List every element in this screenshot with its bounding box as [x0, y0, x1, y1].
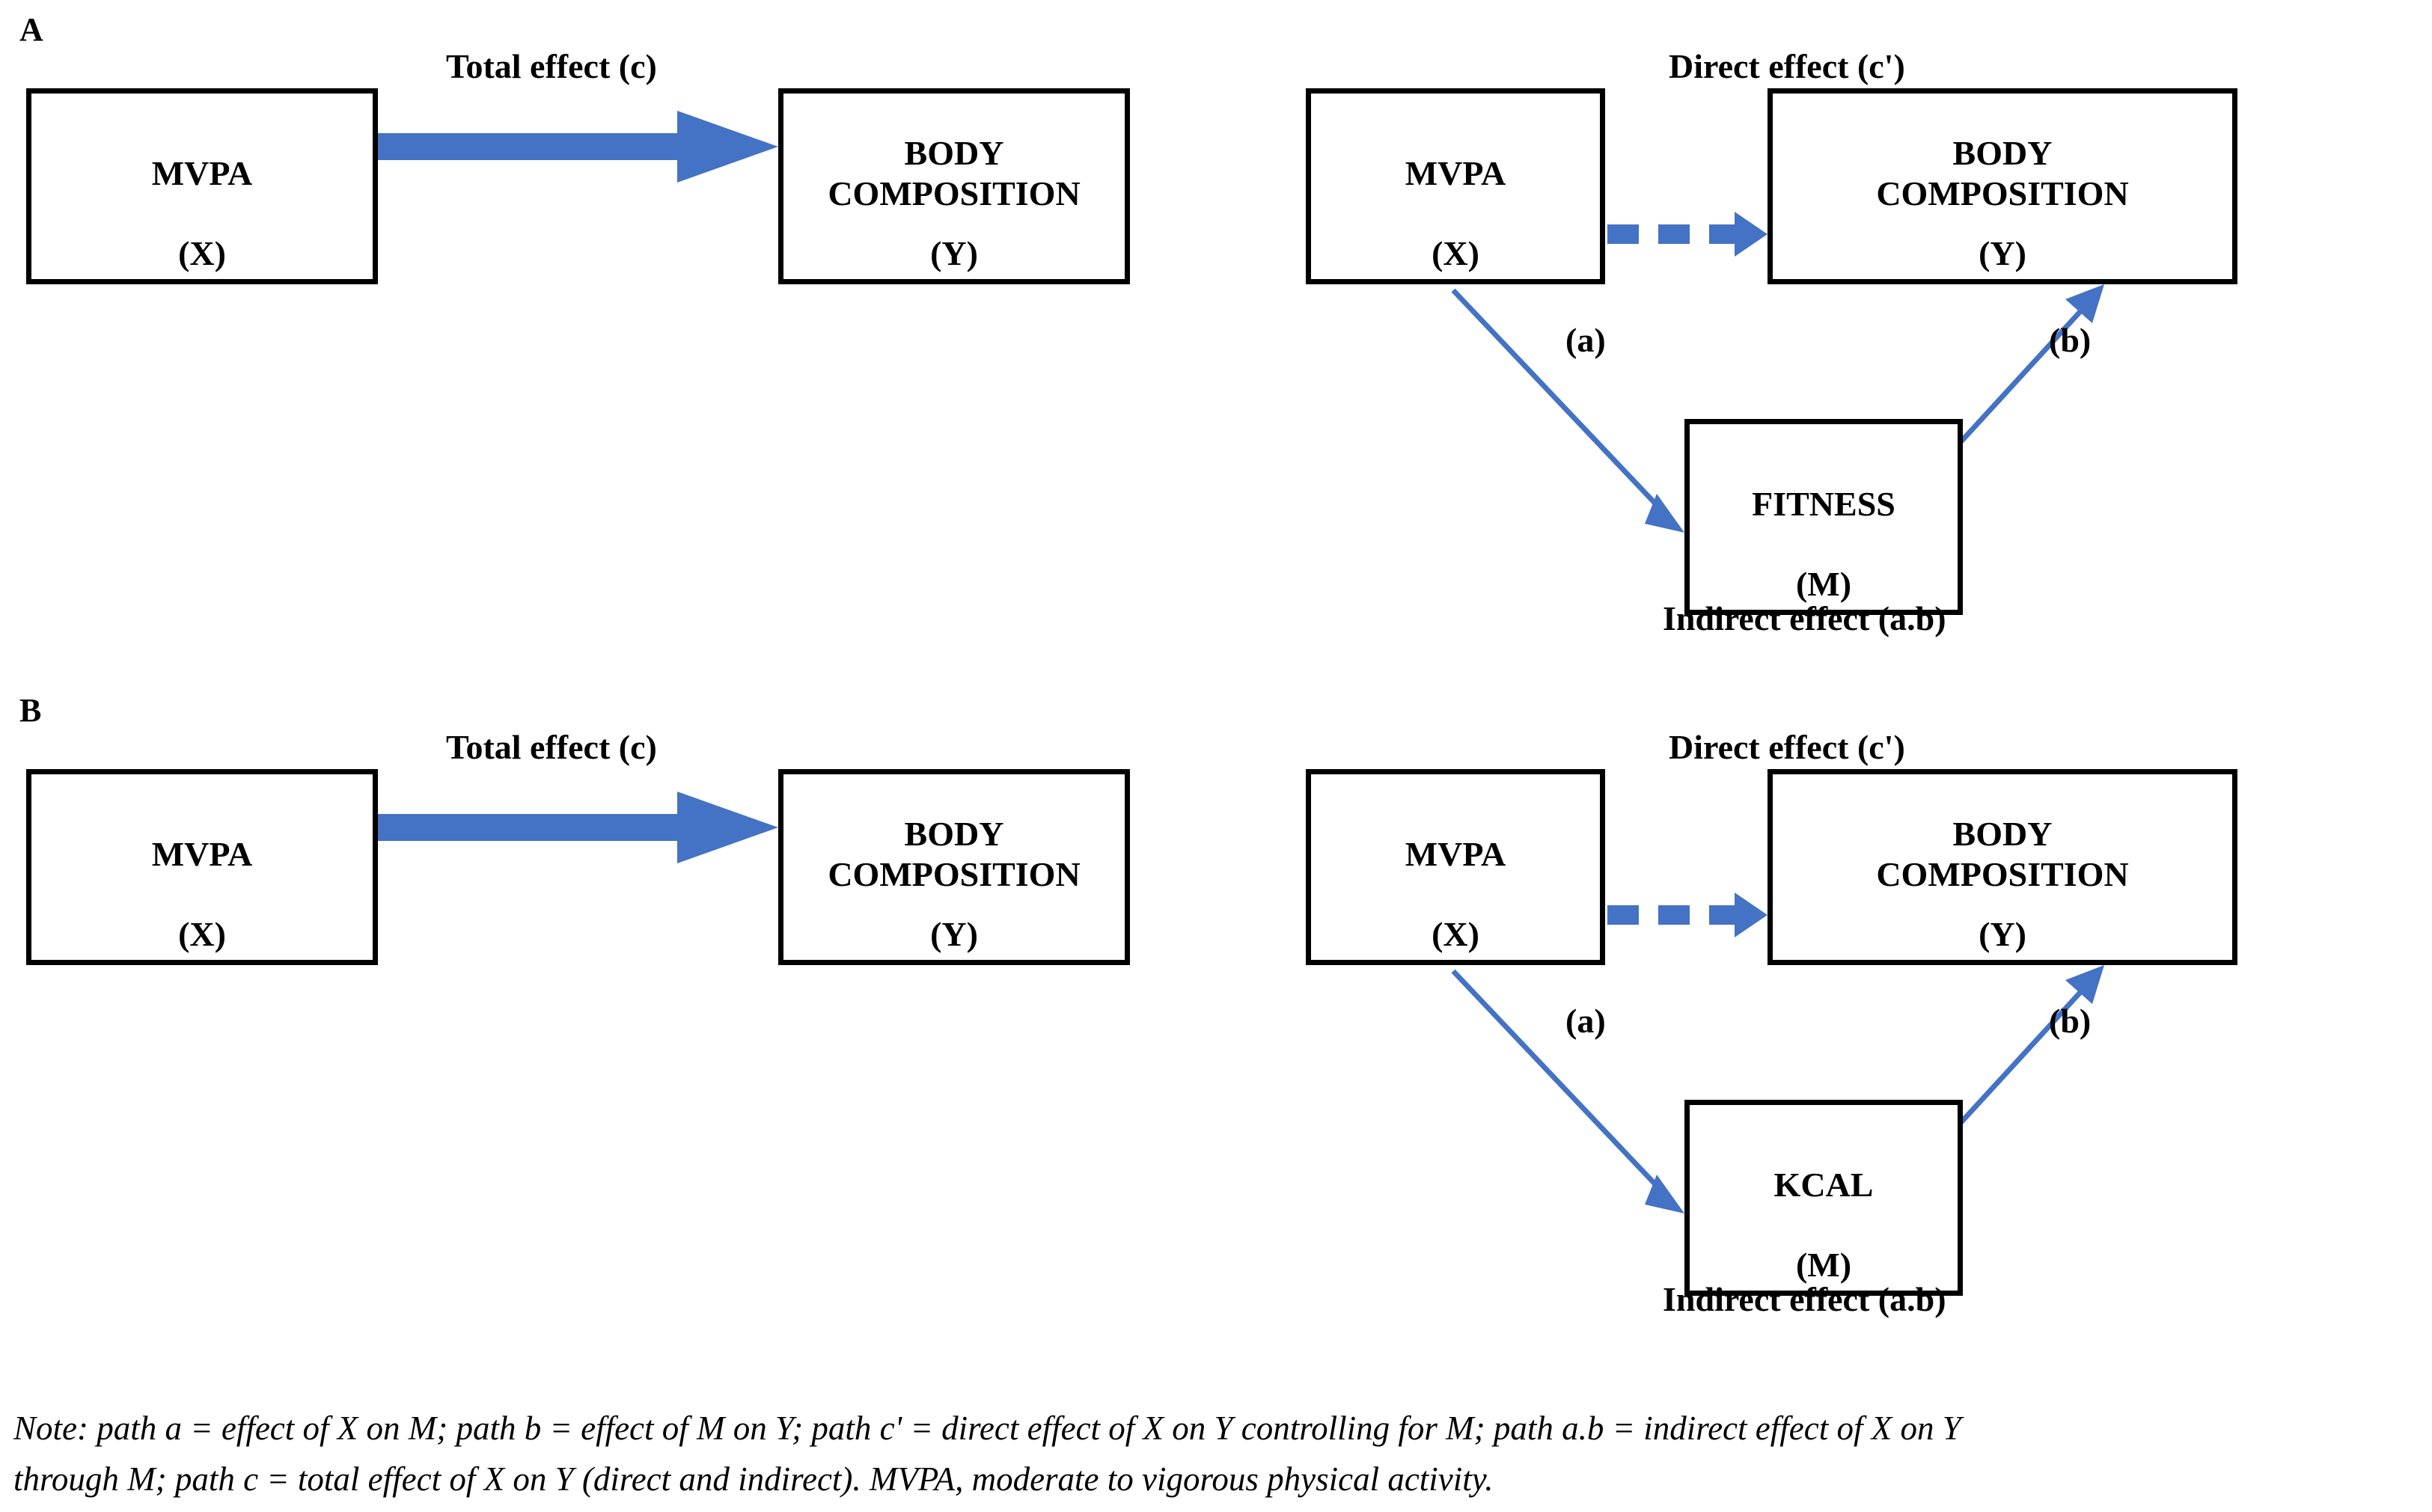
node-title: MVPA	[1405, 153, 1506, 192]
node-body: KCAL	[1690, 1105, 1958, 1291]
node-mvpa-b-mediation[interactable]: MVPA (X)	[1306, 769, 1605, 965]
figure-note-line-1: Note: path a = effect of X on M; path b …	[13, 1410, 1961, 1447]
node-title: MVPA	[151, 834, 253, 873]
node-body-composition-b-mediation[interactable]: BODY COMPOSITION (Y)	[1768, 769, 2237, 965]
node-title: BODY COMPOSITION	[783, 133, 1125, 215]
node-title: FITNESS	[1752, 484, 1895, 523]
path-a-label-a: (a)	[1565, 321, 1606, 359]
node-body-composition-b-simple[interactable]: BODY COMPOSITION (Y)	[778, 769, 1130, 965]
node-body: BODY COMPOSITION	[783, 94, 1125, 279]
total-effect-arrow-b	[378, 792, 778, 863]
node-code: (X)	[1432, 915, 1479, 953]
path-b-label-a: (b)	[2049, 321, 2092, 359]
node-title-line1: BODY	[1952, 814, 2053, 853]
node-code: (Y)	[1979, 234, 2026, 272]
node-title-line2: COMPOSITION	[828, 855, 1081, 893]
direct-effect-label-b: Direct effect (c')	[1669, 728, 1905, 766]
node-code: (X)	[178, 915, 226, 953]
node-title-line2: COMPOSITION	[828, 174, 1081, 212]
node-body: MVPA	[31, 774, 373, 960]
node-title-line2: COMPOSITION	[1876, 174, 2129, 212]
panel-letter-a: A	[19, 11, 43, 48]
node-body: MVPA	[31, 94, 373, 279]
direct-effect-dashed-arrow-b	[1607, 893, 1768, 937]
indirect-effect-label-b: Indirect effect (a.b)	[1663, 1280, 1946, 1318]
node-title-line1: BODY	[1952, 133, 2053, 172]
total-effect-label-a: Total effect (c)	[446, 47, 657, 85]
node-title: BODY COMPOSITION	[1773, 133, 2232, 215]
total-effect-arrow-a	[378, 111, 778, 183]
node-body: FITNESS	[1690, 424, 1958, 610]
node-code: (M)	[1795, 565, 1852, 603]
node-title-line2: COMPOSITION	[1876, 855, 2129, 893]
path-b-label-b: (b)	[2049, 1002, 2092, 1040]
panel-letter-b: B	[19, 692, 42, 729]
figure-note-line-2: through M; path c = total effect of X on…	[13, 1460, 1494, 1498]
path-a-arrow-b	[1451, 969, 1684, 1213]
node-mvpa-a-mediation[interactable]: MVPA (X)	[1306, 88, 1605, 284]
direct-effect-dashed-arrow-a	[1607, 212, 1768, 257]
node-kcal-b[interactable]: KCAL (M)	[1684, 1100, 1963, 1296]
path-a-label-b: (a)	[1565, 1002, 1606, 1040]
node-title: MVPA	[1405, 834, 1506, 873]
node-code: (X)	[178, 234, 226, 272]
node-title: BODY COMPOSITION	[1773, 814, 2232, 896]
node-body: BODY COMPOSITION	[1773, 94, 2232, 279]
node-body: BODY COMPOSITION	[1773, 774, 2232, 960]
node-code: (X)	[1432, 234, 1479, 272]
node-body-composition-a-mediation[interactable]: BODY COMPOSITION (Y)	[1768, 88, 2237, 284]
node-body: MVPA	[1311, 94, 1600, 279]
direct-effect-label-a: Direct effect (c')	[1669, 47, 1905, 85]
node-fitness-a[interactable]: FITNESS (M)	[1684, 419, 1963, 615]
node-code: (Y)	[1979, 915, 2026, 953]
node-body-composition-a-simple[interactable]: BODY COMPOSITION (Y)	[778, 88, 1130, 284]
node-mvpa-b-simple[interactable]: MVPA (X)	[26, 769, 378, 965]
total-effect-label-b: Total effect (c)	[446, 728, 657, 766]
node-title: KCAL	[1773, 1165, 1874, 1204]
node-code: (M)	[1795, 1246, 1852, 1284]
node-code: (Y)	[930, 234, 978, 272]
node-mvpa-a-simple[interactable]: MVPA (X)	[26, 88, 378, 284]
node-code: (Y)	[930, 915, 978, 953]
node-body: BODY COMPOSITION	[783, 774, 1125, 960]
indirect-effect-label-a: Indirect effect (a.b)	[1663, 599, 1946, 637]
path-a-arrow-a	[1451, 288, 1684, 533]
node-title-line1: BODY	[904, 133, 1004, 172]
node-title: BODY COMPOSITION	[783, 814, 1125, 896]
node-title: MVPA	[151, 153, 253, 192]
node-body: MVPA	[1311, 774, 1600, 960]
node-title-line1: BODY	[904, 814, 1004, 853]
